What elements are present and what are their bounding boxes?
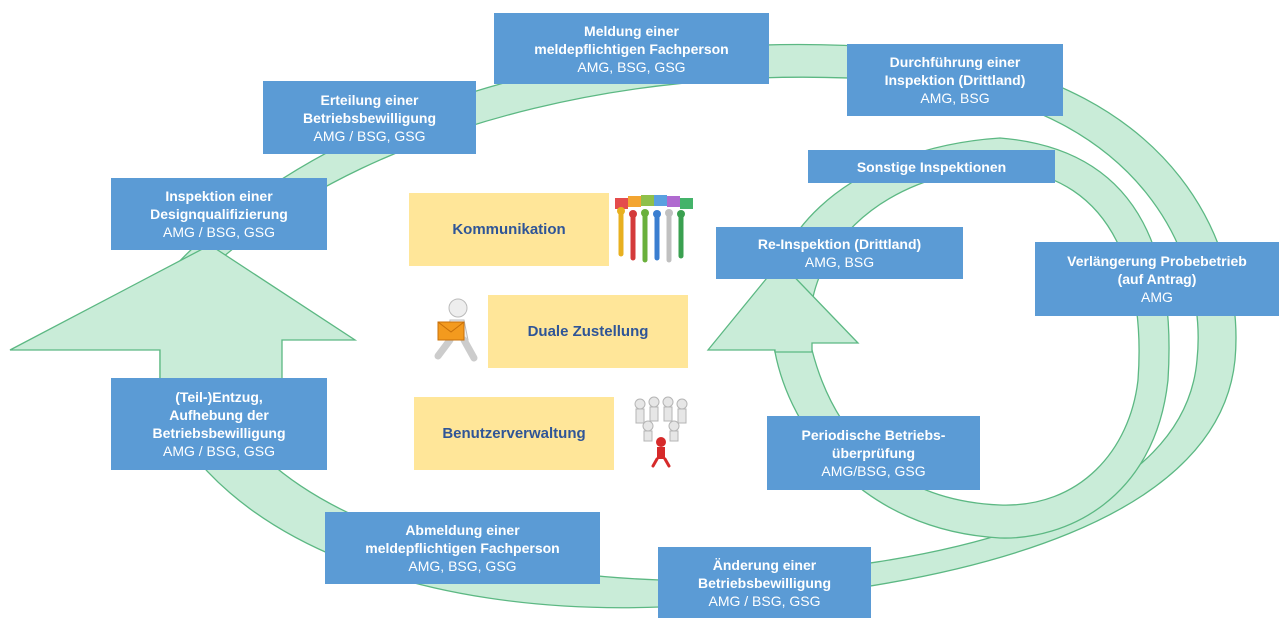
process-box-abmeldung: Abmeldung einer meldepflichtigen Fachper…	[325, 512, 600, 584]
mail-courier-icon	[434, 298, 478, 362]
center-box-label: Duale Zustellung	[527, 323, 649, 340]
box-title-line: Änderung einer	[712, 556, 817, 573]
box-title-line: Aufhebung der	[169, 407, 269, 423]
process-box-entzug: (Teil-)Entzug, Aufhebung der Betriebsbew…	[111, 378, 327, 470]
box-title-line: (auf Antrag)	[1117, 271, 1197, 287]
process-box-verlaengerung-probebetrieb: Verlängerung Probebetrieb (auf Antrag) A…	[1035, 242, 1279, 316]
box-law-tags: AMG / BSG, GSG	[162, 224, 276, 240]
process-box-periodische-betriebsueberpruefung: Periodische Betriebs- überprüfung AMG/BS…	[767, 416, 980, 490]
center-box-label: Kommunikation	[452, 221, 566, 238]
team-pyramid-icon	[634, 396, 688, 468]
box-title-line: Meldung einer	[584, 22, 679, 39]
outer-arrow-head	[9, 244, 358, 381]
process-box-aenderung: Änderung einer Betriebsbewilligung AMG /…	[658, 547, 871, 618]
process-box-erteilung: Erteilung einer Betriebsbewilligung AMG …	[263, 81, 476, 154]
box-title-line: Inspektion einer	[165, 188, 273, 204]
box-law-tags: AMG, BSG	[804, 254, 875, 270]
process-box-sonstige-inspektionen: Sonstige Inspektionen	[808, 150, 1055, 183]
box-law-tags: AMG, BSG, GSG	[577, 58, 686, 75]
box-title-line: Inspektion (Drittland)	[884, 72, 1026, 88]
box-title-line: überprüfung	[831, 445, 916, 461]
box-title-line: Re-Inspektion (Drittland)	[757, 236, 922, 252]
center-box-benutzerverwaltung: Benutzerverwaltung	[414, 397, 614, 470]
box-title-line: Periodische Betriebs-	[801, 427, 946, 443]
box-title-line: Betriebsbewilligung	[152, 425, 286, 441]
center-box-duale-zustellung: Duale Zustellung	[488, 295, 688, 368]
center-box-kommunikation: Kommunikation	[409, 193, 609, 266]
box-law-tags: AMG, BSG, GSG	[408, 558, 517, 574]
center-box-label: Benutzerverwaltung	[442, 425, 586, 442]
process-box-inspektion-drittland: Durchführung einer Inspektion (Drittland…	[847, 44, 1063, 116]
box-title-line: (Teil-)Entzug,	[175, 389, 263, 405]
box-title-line: meldepflichtigen Fachperson	[365, 540, 560, 556]
process-box-designqualifizierung: Inspektion einer Designqualifizierung AM…	[111, 178, 327, 250]
box-law-tags: AMG, BSG	[920, 90, 990, 106]
box-law-tags: AMG / BSG, GSG	[162, 443, 276, 459]
box-law-tags: AMG/BSG, GSG	[821, 463, 926, 479]
process-box-meldung: Meldung einer meldepflichtigen Fachperso…	[494, 13, 769, 84]
people-puzzle-icon	[615, 195, 693, 263]
box-title-line: Durchführung einer	[889, 54, 1021, 70]
box-title-line: Erteilung einer	[320, 91, 419, 108]
box-law-tags: AMG / BSG, GSG	[708, 592, 821, 609]
box-title-line: Abmeldung einer	[405, 522, 520, 538]
box-law-tags: AMG	[1141, 289, 1173, 305]
box-title-line: Betriebsbewilligung	[697, 574, 831, 591]
box-title-line: Sonstige Inspektionen	[856, 158, 1007, 175]
box-title-line: Verlängerung Probebetrieb	[1067, 253, 1247, 269]
box-title-line: meldepflichtigen Fachperson	[534, 40, 729, 57]
box-title-line: Designqualifizierung	[150, 206, 288, 222]
box-law-tags: AMG / BSG, GSG	[313, 127, 426, 144]
process-box-re-inspektion: Re-Inspektion (Drittland) AMG, BSG	[716, 227, 963, 279]
box-title-line: Betriebsbewilligung	[302, 109, 436, 126]
